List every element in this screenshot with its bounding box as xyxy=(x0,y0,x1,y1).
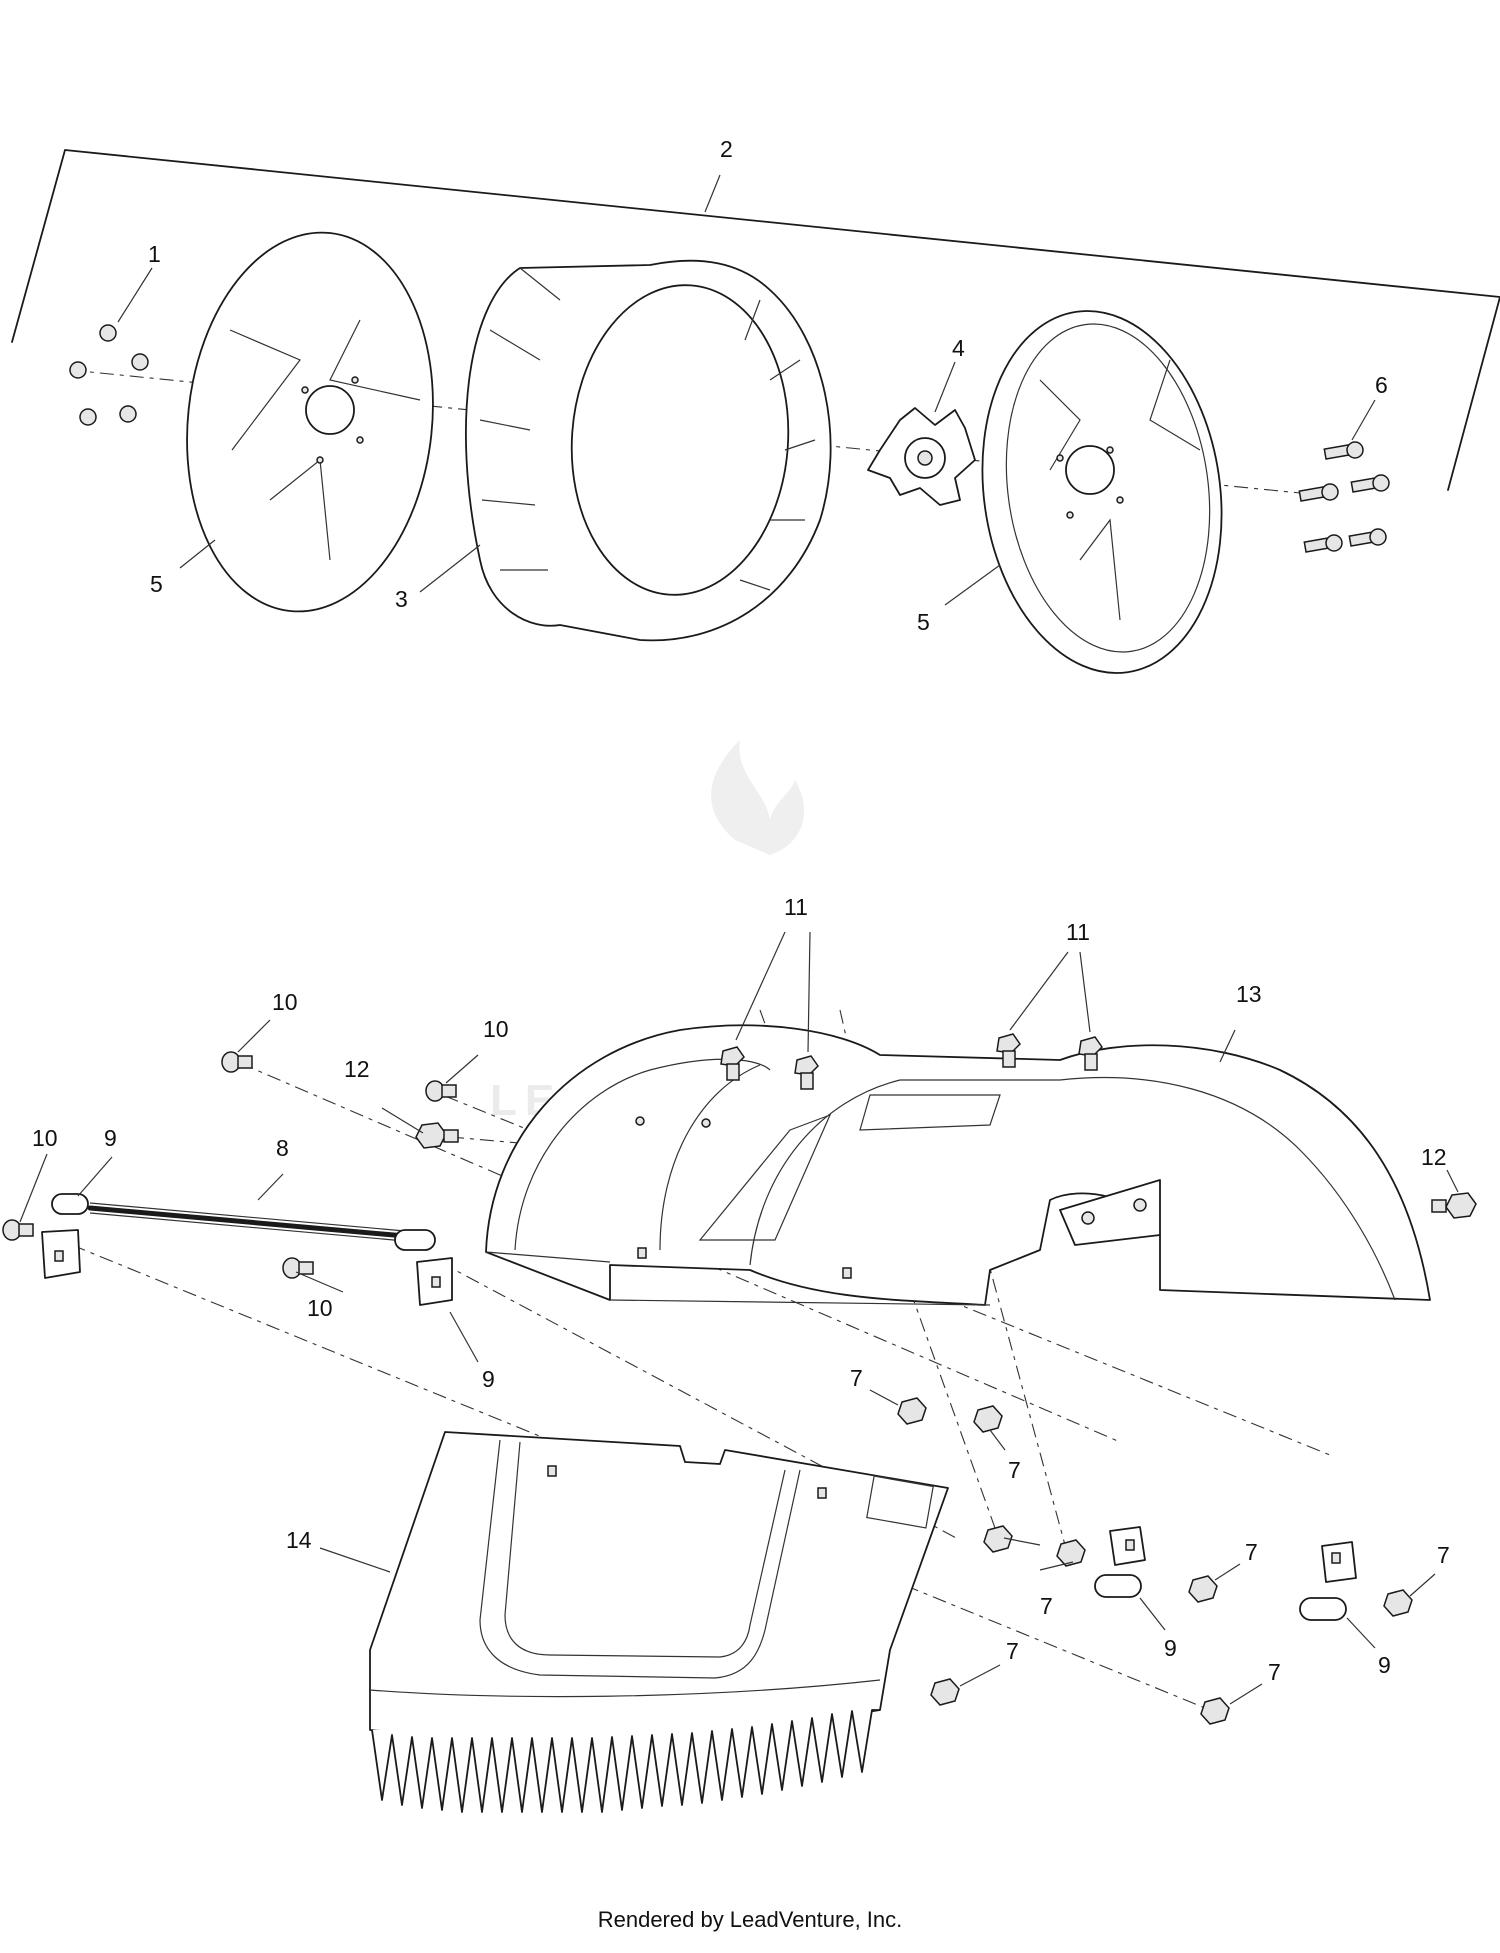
callout-9-a: 9 xyxy=(104,1125,117,1151)
callout-1: 1 xyxy=(148,241,161,267)
callout-10-c: 10 xyxy=(32,1125,58,1151)
hinge-9-left xyxy=(41,1193,89,1279)
tire-3 xyxy=(465,259,832,642)
footer-credit: Rendered by LeadVenture, Inc. xyxy=(597,1907,903,1932)
hub-4 xyxy=(867,407,976,506)
bolt-12-set xyxy=(415,1122,1477,1219)
pin-10-set xyxy=(2,1051,457,1279)
callout-2: 2 xyxy=(720,136,733,162)
callout-11-left: 11 xyxy=(784,894,808,920)
fender-13 xyxy=(485,1024,1431,1306)
nut-7-set xyxy=(897,1397,1413,1725)
callout-7-f: 7 xyxy=(1006,1638,1019,1664)
callout-9-d: 9 xyxy=(1378,1652,1391,1678)
callout-12-right: 12 xyxy=(1421,1144,1447,1170)
callout-5-left: 5 xyxy=(150,571,163,597)
hinge-9-right-b xyxy=(1299,1541,1357,1621)
callout-5-right: 5 xyxy=(917,609,930,635)
callout-9-c: 9 xyxy=(1164,1635,1177,1661)
callout-10-d: 10 xyxy=(307,1295,333,1321)
assembly-bracket-2 xyxy=(11,149,1500,491)
wheel-assembly: 2 1 4 6 5 3 5 xyxy=(11,136,1500,674)
callout-3: 3 xyxy=(395,586,408,612)
callout-6: 6 xyxy=(1375,372,1388,398)
callout-10-b: 10 xyxy=(483,1016,509,1042)
callout-7-g: 7 xyxy=(1268,1659,1281,1685)
callout-14: 14 xyxy=(286,1527,312,1553)
callout-7-c: 7 xyxy=(1040,1593,1053,1619)
nut-set-1 xyxy=(69,324,149,426)
callout-4: 4 xyxy=(952,335,965,361)
callout-7-d: 7 xyxy=(1245,1539,1258,1565)
wheel-disc-right xyxy=(981,310,1223,674)
leader-lines-bottom xyxy=(19,931,1459,1705)
callout-11-right: 11 xyxy=(1066,919,1090,945)
callout-10-a: 10 xyxy=(272,989,298,1015)
callout-7-b: 7 xyxy=(1008,1457,1021,1483)
flap-14 xyxy=(369,1431,949,1813)
wheel-disc-left xyxy=(186,231,434,613)
callout-7-a: 7 xyxy=(850,1365,863,1391)
callout-7-e: 7 xyxy=(1437,1542,1450,1568)
callout-8: 8 xyxy=(276,1135,289,1161)
bolt-set-6 xyxy=(1298,441,1390,553)
callout-13: 13 xyxy=(1236,981,1262,1007)
rod-8 xyxy=(87,1202,408,1242)
callout-9-b: 9 xyxy=(482,1366,495,1392)
callout-12-left: 12 xyxy=(344,1056,370,1082)
leader-lines-top xyxy=(117,174,1376,606)
fender-assembly: 11 11 13 10 10 12 12 10 9 8 10 9 7 7 7 7… xyxy=(2,894,1477,1813)
hinge-9-mid xyxy=(394,1229,453,1306)
bolt-11-set xyxy=(720,1033,1103,1090)
hinge-9-right-a xyxy=(1094,1526,1146,1598)
